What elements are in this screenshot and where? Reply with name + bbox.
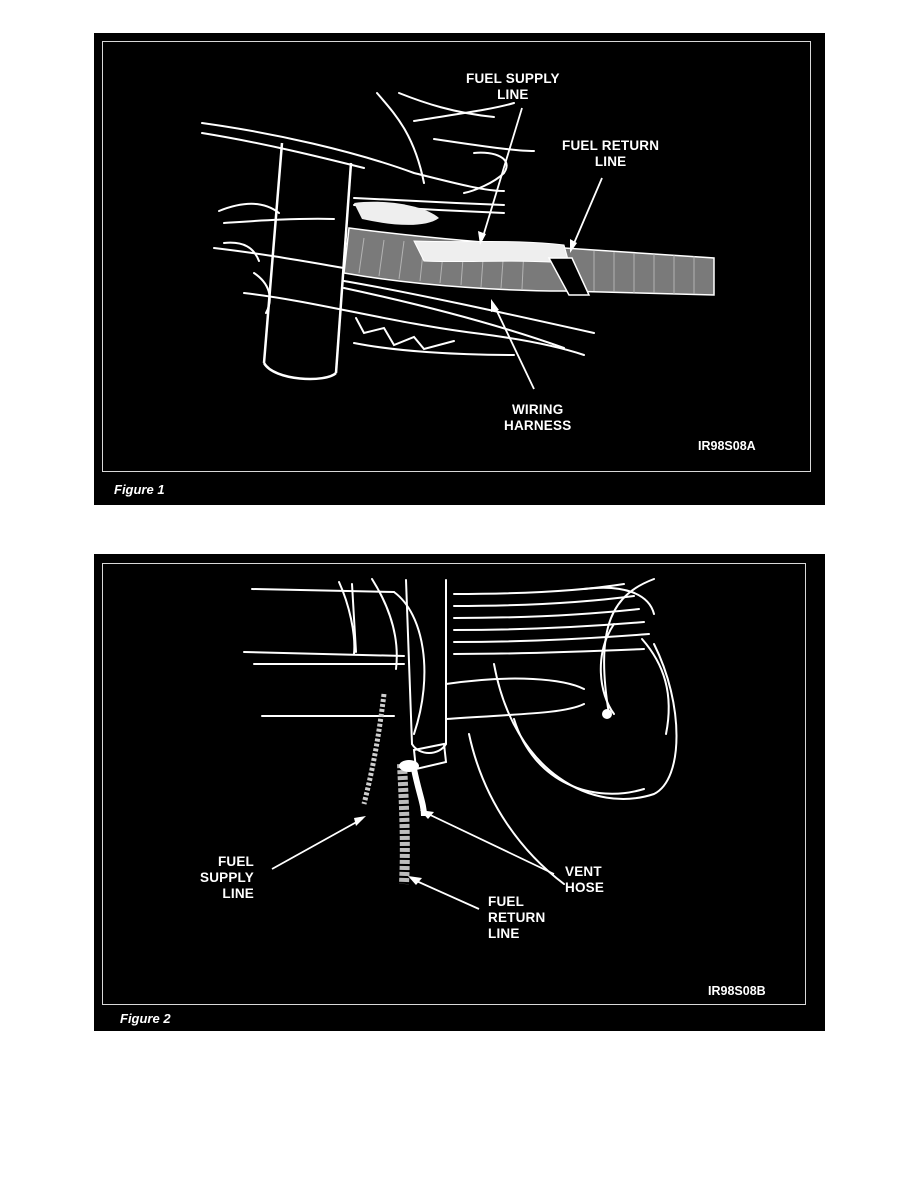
fig2-fuel-return-label-2: RETURN [488,910,546,925]
fuel-supply-line-label-1: FUEL SUPPLY [466,71,560,86]
figure-2-caption: Figure 2 [120,1011,171,1026]
figure-1-code: IR98S08A [698,439,756,453]
figure-1-panel: FUEL SUPPLY LINE FUEL RETURN LINE WIRING… [94,33,825,505]
fig2-fuel-return-label-1: FUEL [488,894,525,909]
fuel-supply-line-label-fig2: FUEL SUPPLY LINE [200,854,254,902]
figure-2-illustration [243,578,678,910]
vent-hose-label: VENT HOSE [565,864,604,896]
fuel-return-line-label: FUEL RETURN LINE [562,138,659,170]
fuel-return-line-label-1: FUEL RETURN [562,138,660,153]
wiring-harness-label: WIRING HARNESS [504,402,571,434]
fig2-fuel-supply-label-1: FUEL [217,854,254,869]
wiring-harness-label-2: HARNESS [504,418,572,433]
figure-2-code: IR98S08B [708,984,766,998]
figure-1-illustration [201,92,715,390]
vent-hose-label-1: VENT [565,864,602,879]
wiring-harness-label-1: WIRING [511,402,564,417]
fuel-return-line-label-fig2: FUEL RETURN LINE [488,894,545,942]
figure-1-frame [102,41,811,472]
vent-hose-label-2: HOSE [565,880,605,895]
fig2-fuel-supply-label-3: LINE [222,886,254,901]
figure-1-caption: Figure 1 [114,482,165,497]
fuel-return-line-label-2: LINE [594,154,627,169]
figure-2-frame [102,563,806,1005]
fig2-fuel-supply-label-2: SUPPLY [200,870,254,885]
fuel-supply-line-label-2: LINE [497,87,529,102]
figure-2-panel: FUEL SUPPLY LINE VENT HOSE FUEL RETURN L… [94,554,825,1031]
fig2-fuel-return-label-3: LINE [488,926,520,941]
fuel-supply-line-label: FUEL SUPPLY LINE [466,71,560,103]
